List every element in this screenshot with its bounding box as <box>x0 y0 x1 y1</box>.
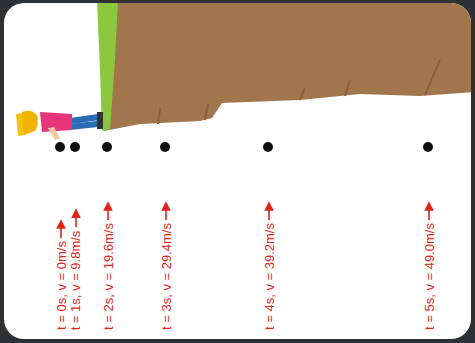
label-text: t = 5s, v = 49.0m/s <box>421 223 436 330</box>
time-velocity-label: t = 3s, v = 29.4m/s <box>158 223 173 330</box>
time-velocity-label: t = 1s, v = 9.8m/s <box>69 230 84 330</box>
up-arrow <box>268 203 270 220</box>
up-arrow <box>75 210 77 227</box>
time-velocity-label: t = 4s, v = 39.2m/s <box>261 223 276 330</box>
time-velocity-label: t = 5s, v = 49.0m/s <box>421 223 436 330</box>
time-velocity-label: t = 0s, v = 0m/s <box>54 241 69 330</box>
label-text: t = 2s, v = 19.6m/s <box>100 223 115 330</box>
up-arrow <box>60 221 62 238</box>
label-arrows <box>61 203 429 238</box>
up-arrow <box>428 203 430 220</box>
label-text: t = 1s, v = 9.8m/s <box>69 230 84 330</box>
label-text: t = 0s, v = 0m/s <box>54 241 69 330</box>
time-velocity-label: t = 2s, v = 19.6m/s <box>100 223 115 330</box>
label-text: t = 4s, v = 39.2m/s <box>261 223 276 330</box>
cliff-cracks <box>158 60 440 124</box>
falling-person <box>16 111 103 140</box>
cliff-rock <box>104 3 471 131</box>
up-arrow <box>165 203 167 220</box>
position-dots <box>55 142 433 152</box>
up-arrow <box>107 203 109 220</box>
label-text: t = 3s, v = 29.4m/s <box>158 223 173 330</box>
cliff-grass <box>97 3 118 131</box>
